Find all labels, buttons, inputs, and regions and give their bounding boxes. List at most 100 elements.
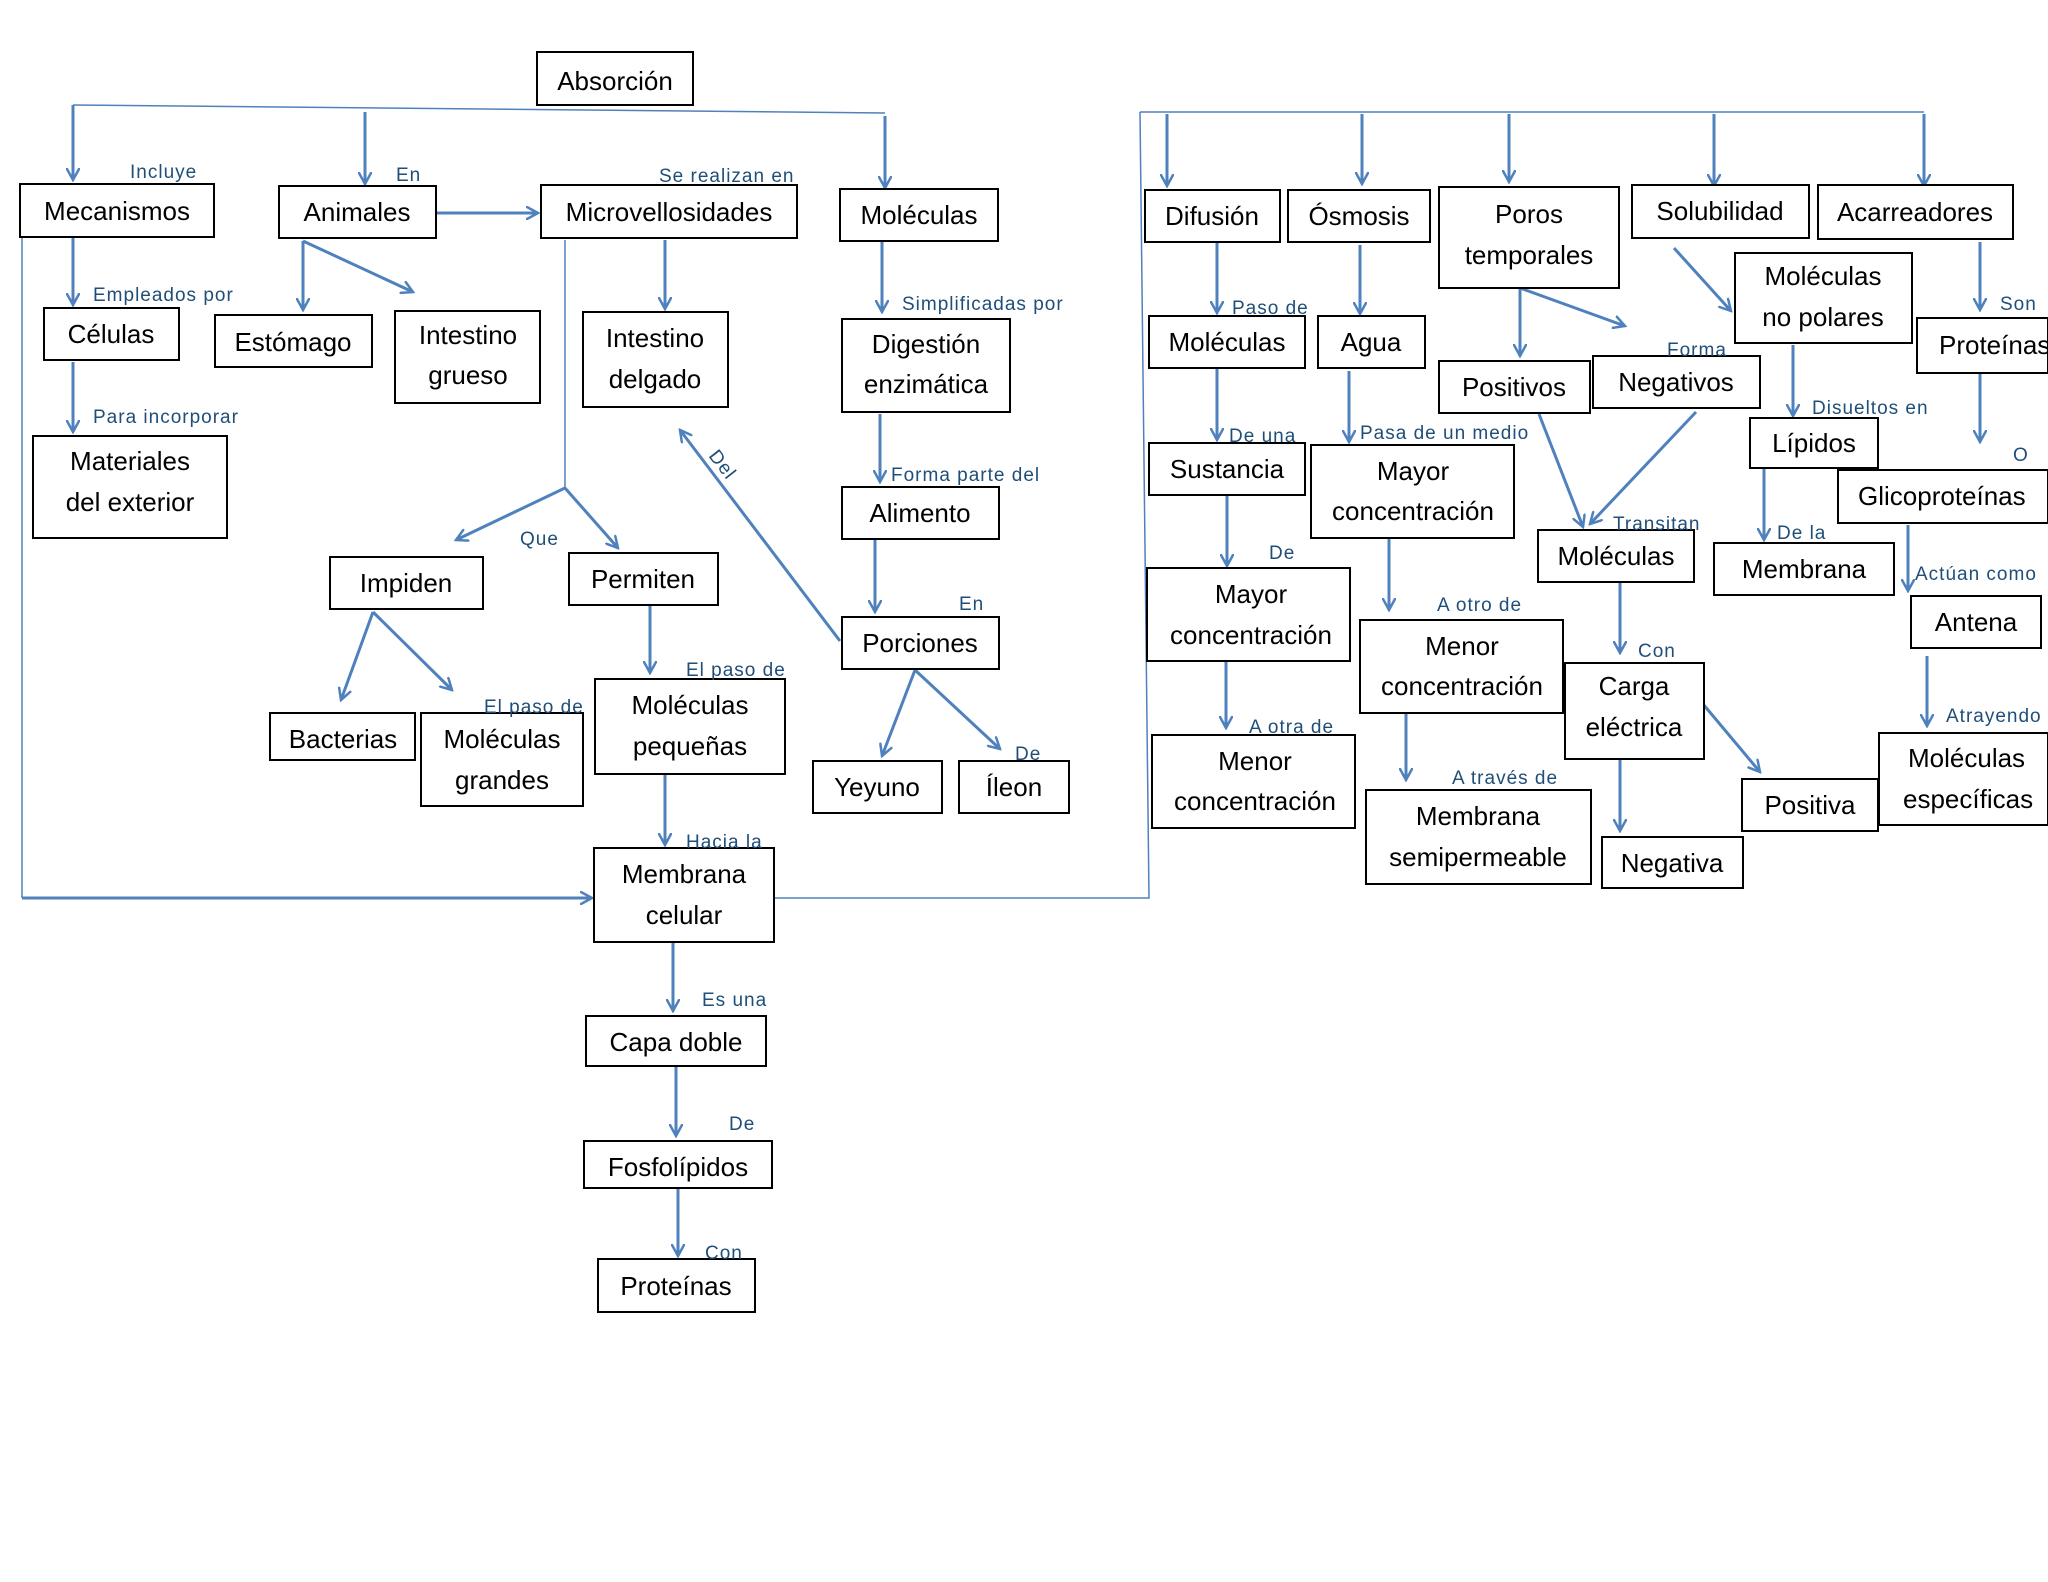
node-moleculas-difusion-line-1: Moléculas [1168, 327, 1285, 357]
node-porciones: Porciones [841, 616, 1000, 670]
node-capa-doble: Capa doble [585, 1015, 767, 1067]
node-animales: Animales [278, 185, 437, 239]
node-moleculas-poros: Moléculas [1537, 529, 1695, 583]
svg-text:Porciones: Porciones [862, 628, 978, 658]
label-el-paso-de-permiten: El paso de [686, 660, 786, 681]
node-mayor-conc-difusion-line-2: concentración [1170, 620, 1332, 650]
node-permiten: Permiten [568, 552, 719, 606]
edge-que-permiten [563, 487, 618, 548]
label-de-una: De una [1229, 426, 1296, 447]
node-porciones-line-1: Porciones [862, 628, 978, 658]
label-a-traves-de: A través de [1452, 768, 1558, 789]
node-negativa: Negativa [1601, 836, 1744, 889]
node-moleculas-no-polares-line-1: Moléculas [1764, 261, 1881, 291]
node-impiden: Impiden [329, 556, 484, 610]
node-yeyuno: Yeyuno [812, 760, 943, 814]
node-bacterias: Bacterias [269, 712, 416, 761]
label-a-otra-de: A otra de [1249, 717, 1334, 738]
svg-text:Sustancia: Sustancia [1170, 454, 1285, 484]
node-ileon-line-1: Íleon [986, 772, 1042, 802]
node-sustancia: Sustancia [1148, 442, 1306, 496]
svg-text:Moléculas: Moléculas [1168, 327, 1285, 357]
node-impiden-line-1: Impiden [360, 568, 453, 598]
node-menor-conc-difusion-line-1: Menor [1218, 746, 1292, 776]
node-carga-electrica-line-2: eléctrica [1586, 712, 1683, 742]
label-forma-parte-del: Forma parte del [891, 465, 1040, 486]
label-con-proteinas: Con [705, 1243, 743, 1264]
node-membrana-right-line-1: Membrana [1742, 554, 1867, 584]
label-de-ileon: De [1015, 744, 1041, 765]
node-moleculas-no-polares-line-2: no polares [1762, 302, 1883, 332]
node-membrana-celular-line-2: celular [646, 900, 723, 930]
edge-solubilidad-no-polares [1672, 246, 1731, 311]
node-bacterias-line-1: Bacterias [289, 724, 397, 754]
edge-poros-negativos [1519, 286, 1625, 326]
node-moleculas-pequenas-line-2: pequeñas [633, 731, 747, 761]
node-fosfolipidos-line-1: Fosfolípidos [608, 1152, 748, 1182]
svg-text:Absorción: Absorción [557, 66, 673, 96]
node-proteinas-right: Proteínas [1916, 317, 2048, 374]
node-intestino-delgado-line-1: Intestino [606, 323, 704, 353]
svg-text:Animales: Animales [304, 197, 411, 227]
svg-text:Negativos: Negativos [1618, 367, 1734, 397]
node-animales-line-1: Animales [304, 197, 411, 227]
edge-porciones-intestino-delgado [680, 430, 842, 642]
svg-text:Microvellosidades: Microvellosidades [566, 197, 773, 227]
svg-text:Capa doble: Capa doble [610, 1027, 743, 1057]
label-hacia-la: Hacia la [686, 832, 763, 853]
label-actuan-como: Actúan como [1915, 564, 2037, 585]
node-membrana-semipermeable-line-1: Membrana [1416, 801, 1541, 831]
label-se-realizan-en: Se realizan en [659, 166, 794, 187]
node-lipidos: Lípidos [1749, 417, 1879, 469]
node-moleculas-poros-line-1: Moléculas [1557, 541, 1674, 571]
node-antena: Antena [1910, 595, 2042, 649]
node-proteinas-right-line-1: Proteínas [1939, 330, 2048, 360]
edge-negativos-moleculas [1590, 410, 1698, 524]
node-capa-doble-line-1: Capa doble [610, 1027, 743, 1057]
node-sustancia-line-1: Sustancia [1170, 454, 1285, 484]
label-que: Que [520, 529, 559, 550]
node-solubilidad-line-1: Solubilidad [1656, 196, 1783, 226]
node-permiten-line-1: Permiten [591, 564, 695, 594]
node-negativos: Negativos [1592, 355, 1761, 409]
label-disueltos-en: Disueltos en [1812, 398, 1929, 419]
node-glicoproteinas: Glicoproteínas [1837, 469, 2048, 524]
label-de-fosfolipidos: De [729, 1114, 755, 1135]
label-de-la: De la [1777, 523, 1826, 544]
edge-que-impiden [456, 486, 566, 540]
node-intestino-grueso-line-1: Intestino [419, 320, 517, 350]
node-alimento: Alimento [841, 486, 1000, 540]
svg-text:Yeyuno: Yeyuno [834, 772, 920, 802]
node-moleculas-grandes-line-1: Moléculas [443, 724, 560, 754]
svg-text:Glicoproteínas: Glicoproteínas [1858, 481, 2026, 511]
label-de-mayor: De [1269, 543, 1295, 564]
node-membrana-celular-line-1: Membrana [622, 859, 747, 889]
svg-text:Fosfolípidos: Fosfolípidos [608, 1152, 748, 1182]
svg-text:Impiden: Impiden [360, 568, 453, 598]
node-ileon: Íleon [958, 760, 1070, 814]
svg-text:Positivos: Positivos [1462, 372, 1566, 402]
label-el-paso-de-impiden: El paso de [484, 697, 584, 718]
svg-text:Antena: Antena [1935, 607, 2018, 637]
label-simplificadas-por: Simplificadas por [902, 294, 1064, 315]
node-mayor-conc-osmosis-line-2: concentración [1332, 496, 1494, 526]
node-solubilidad: Solubilidad [1631, 184, 1810, 239]
edge-porciones-ileon [913, 668, 1000, 749]
node-menor-conc-osmosis-line-2: concentración [1381, 671, 1543, 701]
